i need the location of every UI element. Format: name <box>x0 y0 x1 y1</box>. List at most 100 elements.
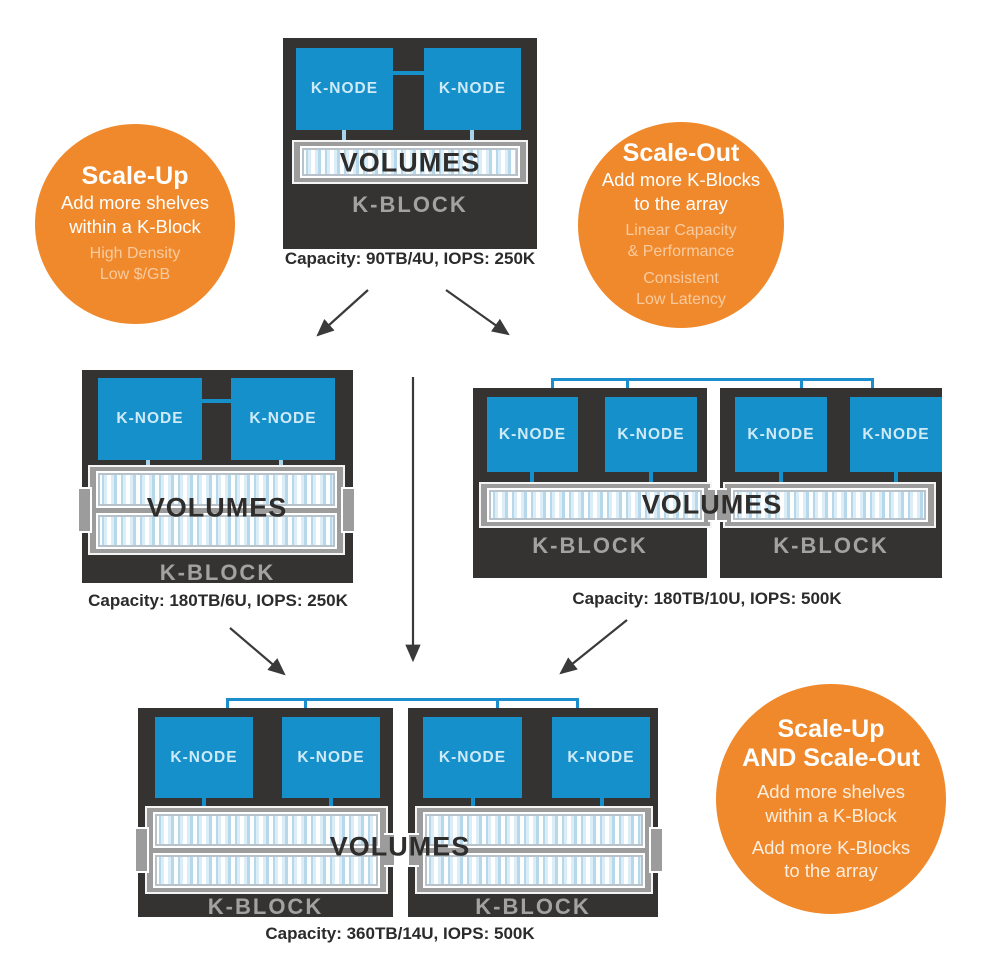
disk-shelf-frame <box>415 806 653 894</box>
node-shelf-link <box>530 472 534 483</box>
node-shelf-link <box>600 798 604 807</box>
node-shelf-link <box>146 460 150 468</box>
kblock-bottom-1: K-NODE K-NODE K-BLOCK <box>138 708 393 919</box>
bubble-subline: Consistent <box>643 270 719 288</box>
scale-out-bubble: Scale-Out Add more K-Blocks to the array… <box>578 122 784 328</box>
knode-label: K-NODE <box>438 80 507 97</box>
disk-icons <box>427 816 641 844</box>
capacity-caption-bottom: Capacity: 360TB/14U, IOPS: 500K <box>265 924 535 943</box>
bubble-line: within a K-Block <box>69 215 201 237</box>
arrow-left-to-bottom <box>229 627 286 676</box>
kblock-midright-1: K-NODE K-NODE K-BLOCK <box>473 388 712 578</box>
kblock-label: K-BLOCK <box>159 560 276 585</box>
disk-icons <box>427 856 641 884</box>
bubble-line: Add more K-Blocks <box>601 169 761 191</box>
disk-shelf <box>96 471 337 508</box>
kblock-label: K-BLOCK <box>207 894 324 919</box>
knode: K-NODE <box>155 717 253 798</box>
kblock-midleft: K-NODE K-NODE K-BLOCK <box>82 370 353 585</box>
disk-icons <box>491 492 700 518</box>
arrow-top-to-left <box>316 289 369 337</box>
knode-label: K-NODE <box>249 410 317 427</box>
node-shelf-link <box>329 798 333 807</box>
knode-label: K-NODE <box>116 410 184 427</box>
disk-shelf <box>731 488 928 522</box>
bus-drop <box>496 698 499 717</box>
disk-shelf <box>96 512 337 549</box>
knode: K-NODE <box>552 717 650 798</box>
knode: K-NODE <box>231 378 335 460</box>
volumes-label: VOLUMES <box>641 489 783 520</box>
capacity-caption-midleft: Capacity: 180TB/6U, IOPS: 250K <box>88 591 348 610</box>
knode: K-NODE <box>424 48 521 130</box>
kblock-label: K-BLOCK <box>773 533 889 558</box>
knode: K-NODE <box>98 378 202 460</box>
node-shelf-link <box>342 130 346 141</box>
disk-icons <box>100 516 333 545</box>
bubble-title: Scale-Up <box>777 714 885 743</box>
knode-label: K-NODE <box>438 748 507 766</box>
knode-label: K-NODE <box>498 425 567 443</box>
disk-shelf <box>423 812 645 848</box>
volumes-label: VOLUMES <box>329 831 471 862</box>
arrow-top-to-right <box>445 289 510 336</box>
knode: K-NODE <box>296 48 393 130</box>
disk-icons <box>304 150 516 174</box>
bus-drop <box>226 698 229 717</box>
bubble-subline: High Density <box>89 245 181 263</box>
disk-shelf-frame <box>479 482 712 528</box>
volumes-label: VOLUMES <box>146 492 288 523</box>
disk-icons <box>735 492 924 518</box>
disk-shelf-frame <box>145 806 388 894</box>
node-shelf-link <box>202 798 206 807</box>
disk-shelf-frame <box>292 140 528 184</box>
node-interconnect <box>202 399 231 403</box>
interconnect-bus <box>552 378 874 381</box>
kblock-label: K-BLOCK <box>532 533 648 558</box>
capacity-caption-midright: Capacity: 180TB/10U, IOPS: 500K <box>572 589 842 608</box>
knode: K-NODE <box>282 717 380 798</box>
disk-shelf <box>153 812 380 848</box>
bus-drop <box>304 698 307 717</box>
bubble-line: Add more K-Blocks <box>751 836 911 858</box>
node-shelf-link <box>649 472 653 483</box>
bubble-line: to the array <box>784 860 878 882</box>
knode: K-NODE <box>605 397 697 472</box>
bubble-title: AND Scale-Out <box>742 743 920 772</box>
knode: K-NODE <box>423 717 522 798</box>
node-shelf-link <box>894 472 898 483</box>
bubble-subline: & Performance <box>627 243 735 261</box>
scale-up-and-out-bubble: Scale-Up AND Scale-Out Add more shelves … <box>716 684 946 914</box>
interconnect-bus <box>227 698 578 701</box>
kblock-label: K-BLOCK <box>475 894 591 919</box>
kblock-bottom-2: K-NODE K-NODE K-BLOCK <box>408 708 658 919</box>
bubble-line: Add more shelves <box>756 781 906 803</box>
scale-up-bubble: Scale-Up Add more shelves within a K-Blo… <box>35 124 235 324</box>
bubble-title: Scale-Up <box>81 162 189 191</box>
kblock-midright-2: K-NODE K-NODE K-BLOCK <box>720 388 942 578</box>
knode-label: K-NODE <box>310 80 379 97</box>
knode: K-NODE <box>487 397 578 472</box>
volumes-label: VOLUMES <box>339 147 481 178</box>
disk-shelf <box>487 488 704 522</box>
node-shelf-link <box>470 130 474 141</box>
kblock-label: K-BLOCK <box>352 192 468 217</box>
bubble-line: within a K-Block <box>765 805 897 827</box>
disk-icons <box>157 816 376 844</box>
disk-shelf <box>153 852 380 888</box>
knode: K-NODE <box>735 397 827 472</box>
bubble-subline: Linear Capacity <box>625 222 737 240</box>
node-shelf-link <box>471 798 475 807</box>
bus-drop <box>576 698 579 717</box>
disk-icons <box>100 475 333 504</box>
node-shelf-link <box>279 460 283 468</box>
knode-label: K-NODE <box>747 425 815 443</box>
bubble-line: Add more shelves <box>60 191 210 213</box>
capacity-caption-top: Capacity: 90TB/4U, IOPS: 250K <box>284 249 536 268</box>
kblock-top: K-NODE K-NODE K-BLOCK <box>283 38 537 249</box>
disk-shelf <box>300 146 520 178</box>
knode-label: K-NODE <box>297 748 365 766</box>
knode-label: K-NODE <box>567 748 635 766</box>
arrow-right-to-bottom <box>559 619 628 675</box>
